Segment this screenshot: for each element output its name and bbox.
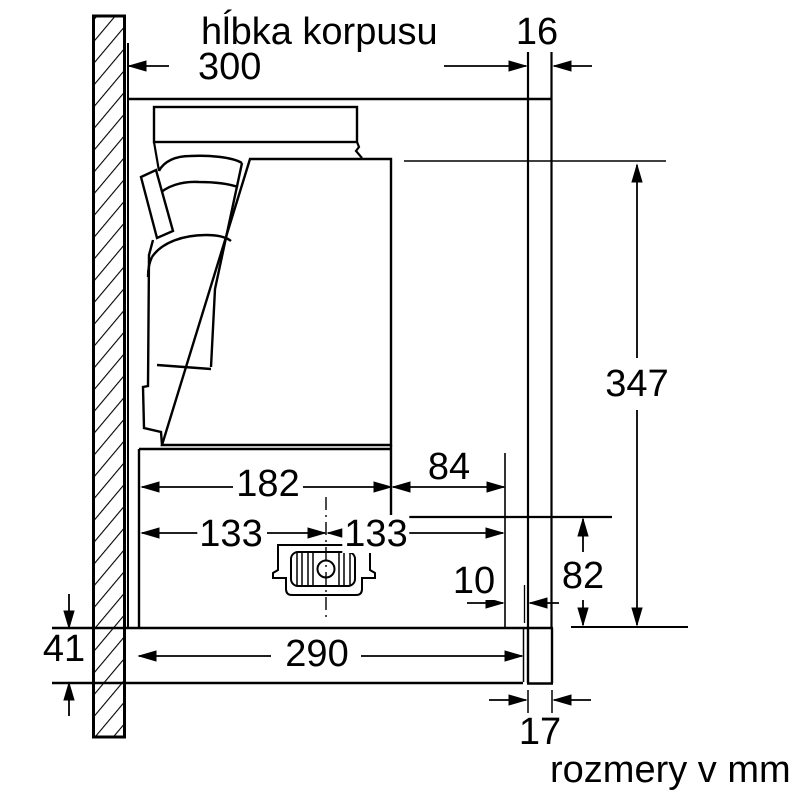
dimension-82 bbox=[577, 517, 589, 627]
dimension-41 bbox=[63, 594, 75, 716]
dimension-16 bbox=[552, 60, 592, 72]
dim-label-41: 41 bbox=[40, 628, 88, 670]
dim-label-300: 300 bbox=[196, 46, 264, 88]
dim-label-133-right: 133 bbox=[342, 513, 410, 555]
dim-label-347: 347 bbox=[603, 363, 671, 405]
dim-label-82: 82 bbox=[559, 555, 607, 597]
hood-pullout-body bbox=[139, 105, 393, 618]
dimension-84 bbox=[391, 481, 506, 493]
hood-main-body bbox=[160, 157, 393, 447]
unit-note: rozmery v mm bbox=[548, 749, 793, 791]
depth-title-label: hĺbka korpusu bbox=[199, 11, 440, 53]
wall-bracket-plate bbox=[139, 168, 175, 240]
dimension-133-left bbox=[140, 527, 327, 539]
dimension-347 bbox=[404, 160, 688, 628]
wall-section bbox=[92, 14, 126, 739]
dimension-182 bbox=[140, 481, 393, 493]
dimension-17 bbox=[489, 690, 591, 713]
dim-label-84: 84 bbox=[425, 446, 473, 488]
dim-label-290: 290 bbox=[283, 633, 351, 675]
cabinet-outline bbox=[52, 43, 612, 685]
mounting-rail bbox=[152, 105, 359, 144]
dim-label-182: 182 bbox=[234, 463, 302, 505]
dimension-290 bbox=[137, 650, 524, 662]
motor-symbol bbox=[272, 544, 376, 596]
dim-label-17: 17 bbox=[516, 711, 564, 753]
telescopic-duct bbox=[139, 154, 244, 446]
dim-label-16: 16 bbox=[513, 11, 561, 53]
dim-label-10: 10 bbox=[450, 560, 498, 602]
dimension-10 bbox=[467, 585, 559, 623]
dimension-300 bbox=[127, 60, 528, 72]
dim-label-133-left: 133 bbox=[197, 513, 265, 555]
